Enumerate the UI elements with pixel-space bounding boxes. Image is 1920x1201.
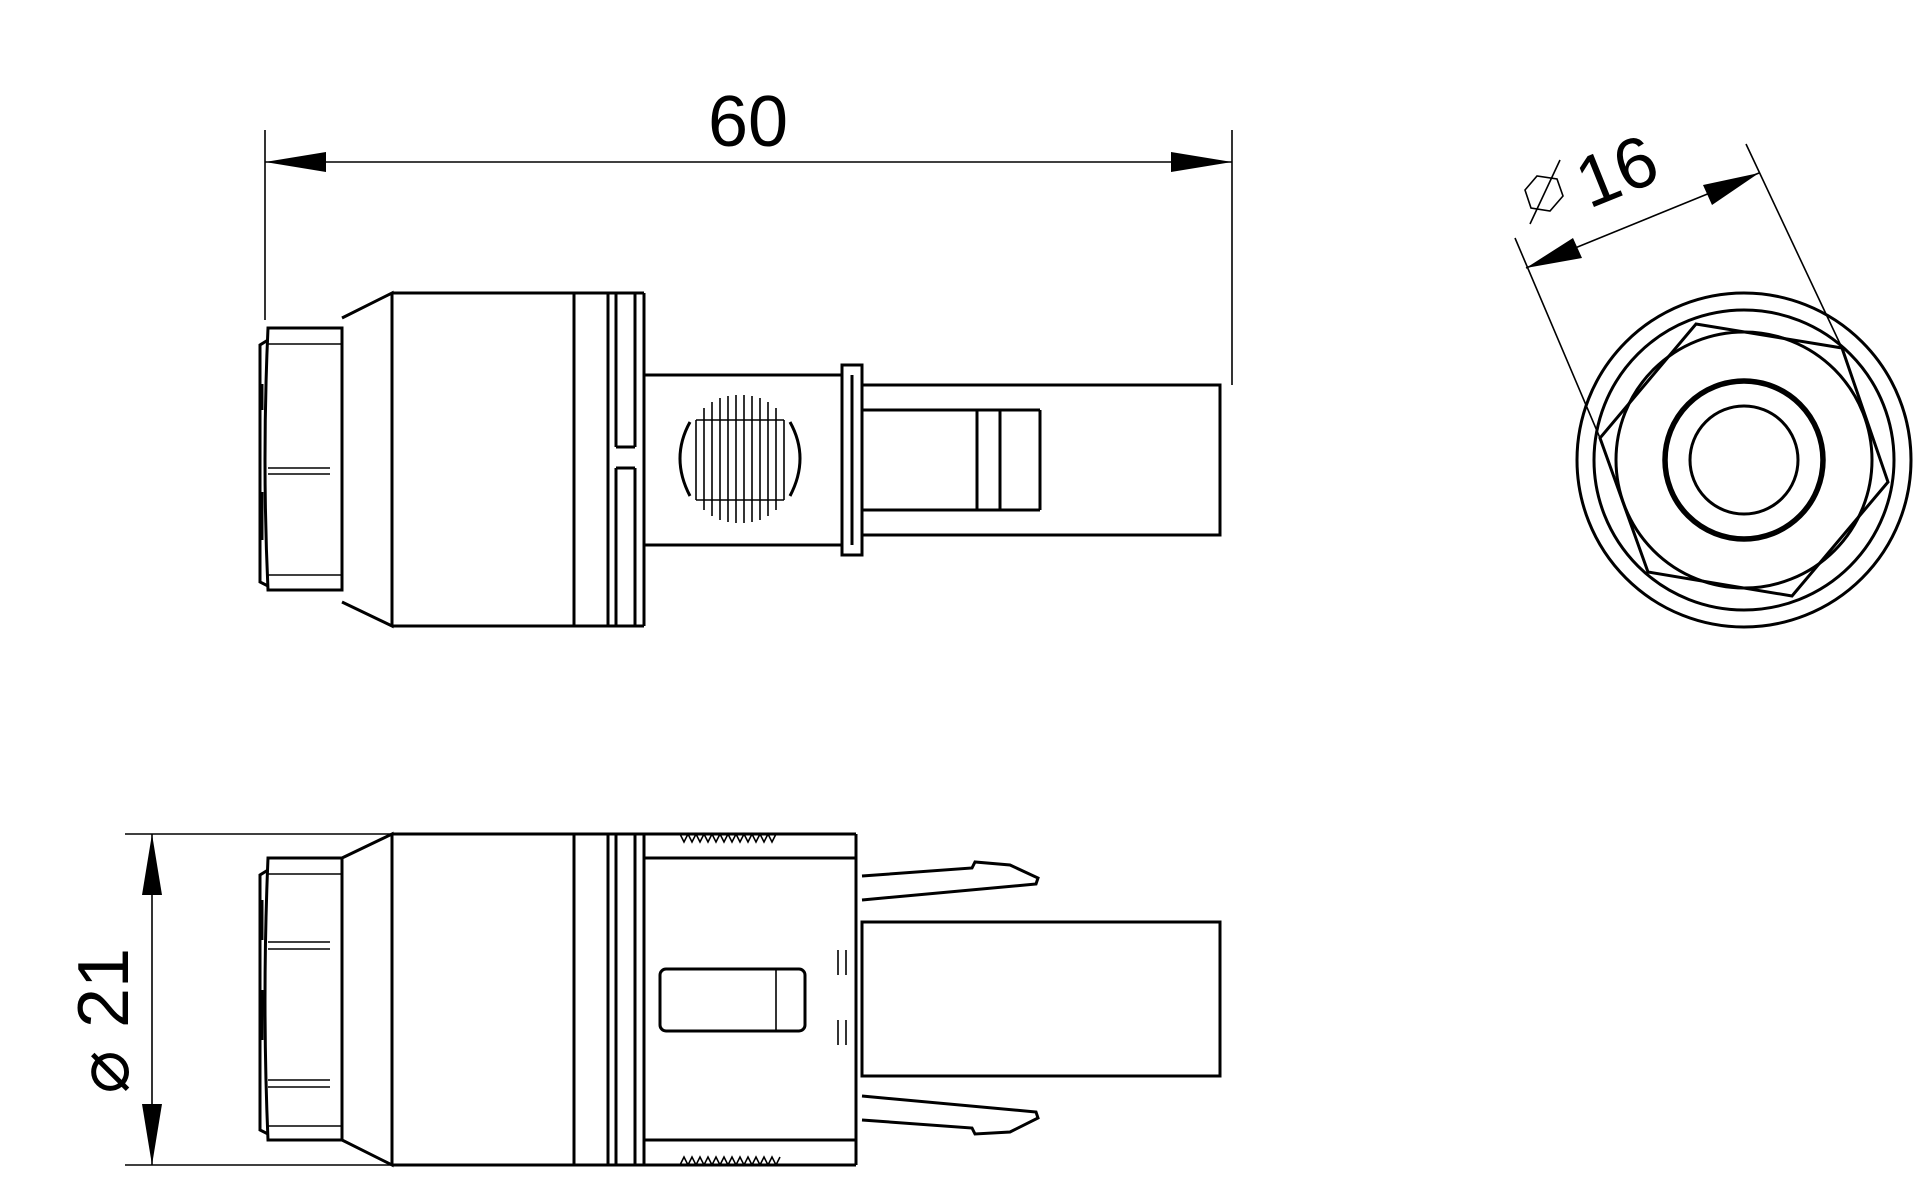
- inner-ring: [1662, 378, 1826, 542]
- bottom-side-view: ⌀ 21: [64, 831, 1222, 1168]
- dimension-hex-label: 16: [1565, 120, 1669, 224]
- side-view: 60: [258, 82, 1233, 629]
- latch-arms: [861, 860, 1040, 1136]
- end-view: 16: [1514, 120, 1913, 629]
- dimension-length-label: 60: [708, 82, 788, 162]
- hex-nut-outline: [1598, 322, 1890, 598]
- taper-bottom: [341, 831, 394, 1168]
- contact-pin-bottom: [860, 920, 1222, 1078]
- dimension-hex-across-flats: 16: [1514, 120, 1843, 439]
- outer-circle: [1575, 291, 1913, 629]
- dimension-diameter-label: 21: [64, 948, 144, 1028]
- taper: [341, 290, 394, 629]
- dimension-diameter-symbol: ⌀: [64, 1050, 144, 1093]
- neck: [644, 363, 864, 557]
- dimension-overall-length: 60: [264, 82, 1233, 385]
- main-body-bottom: [392, 832, 858, 1167]
- front-nut-bottom: [258, 856, 344, 1142]
- hex-diameter-symbol: [1524, 159, 1564, 225]
- ribbed-grip: [678, 395, 802, 523]
- dimension-body-diameter: ⌀ 21: [64, 833, 392, 1166]
- contact-pin: [860, 383, 1222, 537]
- main-body: [392, 291, 646, 628]
- front-nut: [258, 326, 344, 592]
